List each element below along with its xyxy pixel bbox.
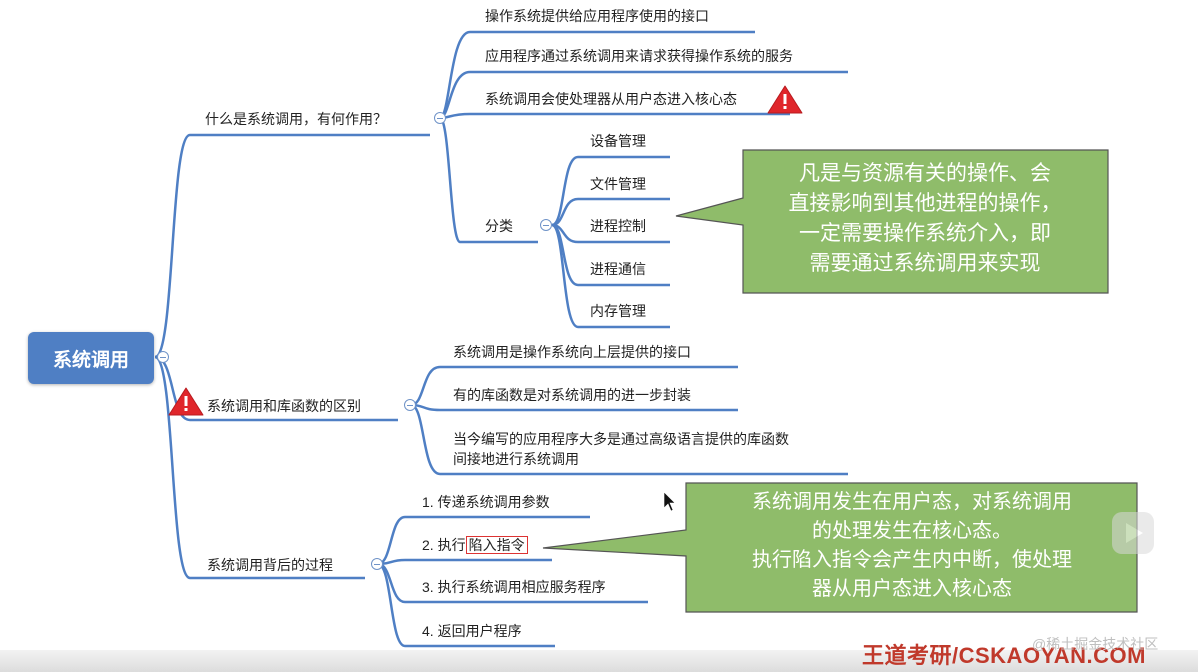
collapse-toggle-branch3[interactable] [371, 558, 383, 570]
cursor-icon [663, 491, 676, 512]
collapse-toggle-classification[interactable] [540, 219, 552, 231]
node-library-wraps-syscall[interactable]: 有的库函数是对系统调用的进一步封装 [453, 387, 691, 403]
node-upper-layer-interface[interactable]: 系统调用是操作系统向上层提供的接口 [453, 344, 691, 360]
node-memory-management[interactable]: 内存管理 [590, 303, 646, 319]
collapse-toggle-branch2[interactable] [404, 399, 416, 411]
collapse-toggle-branch1[interactable] [434, 112, 446, 124]
callout-2-line-4: 器从用户态进入核心态 [812, 576, 1012, 600]
connector-b1-c4 [438, 116, 462, 244]
connector-b3-c3 [377, 562, 406, 604]
node-step-return-user[interactable]: 4. 返回用户程序 [422, 623, 522, 639]
callout-1-line-4: 需要通过系统调用来实现 [809, 251, 1041, 275]
node-interface-for-apps[interactable]: 操作系统提供给应用程序使用的接口 [485, 8, 709, 24]
warning-icon-2 [168, 387, 204, 416]
branch-syscall-vs-library[interactable]: 系统调用和库函数的区别 [207, 398, 361, 414]
callout-1-line-3: 一定需要操作系统介入，即 [799, 221, 1051, 245]
branch-syscall-process[interactable]: 系统调用背后的过程 [207, 557, 333, 573]
callout-2-line-1: 系统调用发生在用户态，对系统调用 [752, 489, 1072, 513]
root-node[interactable]: 系统调用 [28, 332, 154, 384]
node-apps-use-library-line1[interactable]: 当今编写的应用程序大多是通过高级语言提供的库函数 [453, 431, 789, 447]
node-step-service-routine[interactable]: 3. 执行系统调用相应服务程序 [422, 579, 606, 595]
callout-2-shape [542, 482, 1138, 613]
connector-b3-c4 [377, 562, 406, 648]
callout-1-shape [675, 149, 1109, 294]
trap-instruction-highlight: 陷入指令 [465, 536, 528, 554]
warning-icon-1 [767, 85, 803, 114]
connector-b1-c1 [438, 30, 471, 120]
connector-b2-c3 [410, 403, 441, 476]
node-file-management[interactable]: 文件管理 [590, 176, 646, 192]
connector-b1-c2 [439, 70, 471, 120]
callout-1-line-1: 凡是与资源有关的操作、会 [799, 161, 1051, 185]
connector-f5 [551, 223, 579, 329]
callout-2-line-2: 的处理发生在核心态。 [812, 518, 1012, 542]
connector-b2-c1 [410, 365, 441, 407]
connector-root-branch1 [154, 133, 191, 359]
connector-root-branch3 [154, 355, 191, 580]
step-trap-prefix: 2. 执行 [422, 537, 466, 553]
callout-user-kernel-mode: 系统调用发生在用户态，对系统调用 的处理发生在核心态。 执行陷入指令会产生内中断… [688, 487, 1136, 603]
node-request-os-service[interactable]: 应用程序通过系统调用来请求获得操作系统的服务 [485, 48, 793, 64]
node-apps-use-library-line2[interactable]: 间接地进行系统调用 [453, 451, 579, 467]
watermark-text: 王道考研/CSKAOYAN.COM [862, 643, 1146, 668]
juejin-watermark: @稀土掘金技术社区 [1032, 636, 1159, 652]
node-process-communication[interactable]: 进程通信 [590, 261, 646, 277]
node-step-trap-instruction[interactable]: 2. 执行陷入指令 [422, 536, 528, 554]
collapse-toggle-root[interactable] [157, 351, 169, 363]
connector-b3-c1 [377, 515, 406, 566]
node-process-control[interactable]: 进程控制 [590, 218, 646, 234]
connector-f1 [551, 155, 579, 227]
branch-what-is-syscall[interactable]: 什么是系统调用，有何作用？ [205, 111, 387, 127]
node-step-pass-params[interactable]: 1. 传递系统调用参数 [422, 494, 550, 510]
callout-1-line-2: 直接影响到其他进程的操作， [788, 191, 1062, 215]
node-user-to-kernel-mode[interactable]: 系统调用会使处理器从用户态进入核心态 [485, 91, 737, 107]
node-classification[interactable]: 分类 [485, 218, 513, 234]
player-logo-icon [1112, 512, 1154, 554]
bottom-bar [0, 650, 1198, 672]
callout-resource-operations: 凡是与资源有关的操作、会 直接影响到其他进程的操作， 一定需要操作系统介入，即 … [745, 158, 1105, 278]
callout-2-line-3: 执行陷入指令会产生内中断，使处理 [752, 547, 1072, 571]
node-device-management[interactable]: 设备管理 [590, 133, 646, 149]
